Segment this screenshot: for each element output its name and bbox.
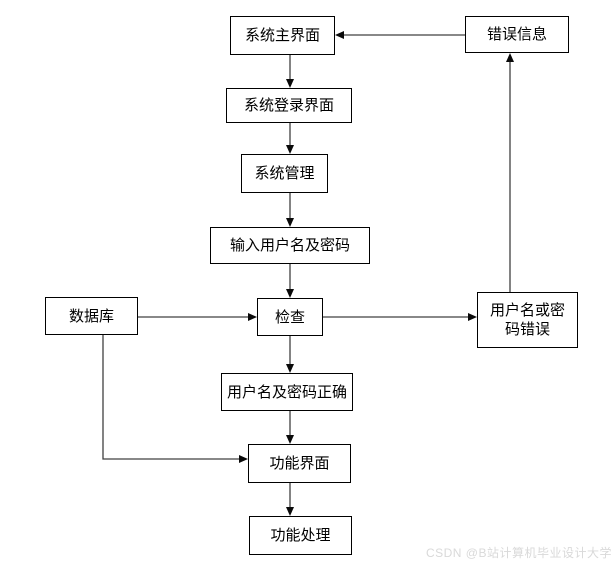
node-error-info: 错误信息 <box>465 16 569 53</box>
arrow-check-to-correct <box>286 336 294 373</box>
arrow-login-to-management <box>286 123 294 154</box>
node-function-screen: 功能界面 <box>248 444 351 483</box>
node-input-credentials-label: 输入用户名及密码 <box>229 237 350 254</box>
node-correct-credentials-label: 用户名及密码正确 <box>226 383 347 401</box>
arrow-wrong-to-error <box>506 53 514 292</box>
arrow-correct-to-function <box>286 411 294 444</box>
arrow-main-to-login <box>286 55 294 88</box>
node-wrong-credentials-label: 用户名或密码错误 <box>489 302 565 338</box>
arrow-management-to-input <box>286 193 294 227</box>
node-function-process: 功能处理 <box>249 516 352 555</box>
node-wrong-credentials: 用户名或密码错误 <box>477 292 578 348</box>
node-check-label: 检查 <box>274 308 305 326</box>
node-function-screen-label: 功能界面 <box>269 455 330 472</box>
node-system-management-label: 系统管理 <box>254 165 315 182</box>
node-system-management: 系统管理 <box>241 154 328 193</box>
arrow-input-to-check <box>286 264 294 298</box>
watermark-text: CSDN @B站计算机毕业设计大学 <box>425 546 612 560</box>
arrow-database-to-function <box>102 335 248 463</box>
node-main-screen: 系统主界面 <box>230 16 335 55</box>
node-function-process-label: 功能处理 <box>270 527 331 544</box>
arrow-check-to-wrong <box>323 313 477 321</box>
node-login-screen-label: 系统登录界面 <box>243 97 334 114</box>
node-error-info-label: 错误信息 <box>486 26 547 43</box>
node-database: 数据库 <box>45 297 138 335</box>
node-login-screen: 系统登录界面 <box>226 88 352 123</box>
arrow-error-to-main <box>335 31 465 39</box>
node-database-label: 数据库 <box>68 307 114 325</box>
node-input-credentials: 输入用户名及密码 <box>210 227 370 264</box>
node-main-screen-label: 系统主界面 <box>244 27 320 44</box>
arrow-database-to-check <box>138 313 257 321</box>
arrow-function-to-process <box>286 483 294 516</box>
node-correct-credentials: 用户名及密码正确 <box>221 373 353 411</box>
node-check: 检查 <box>257 298 323 336</box>
